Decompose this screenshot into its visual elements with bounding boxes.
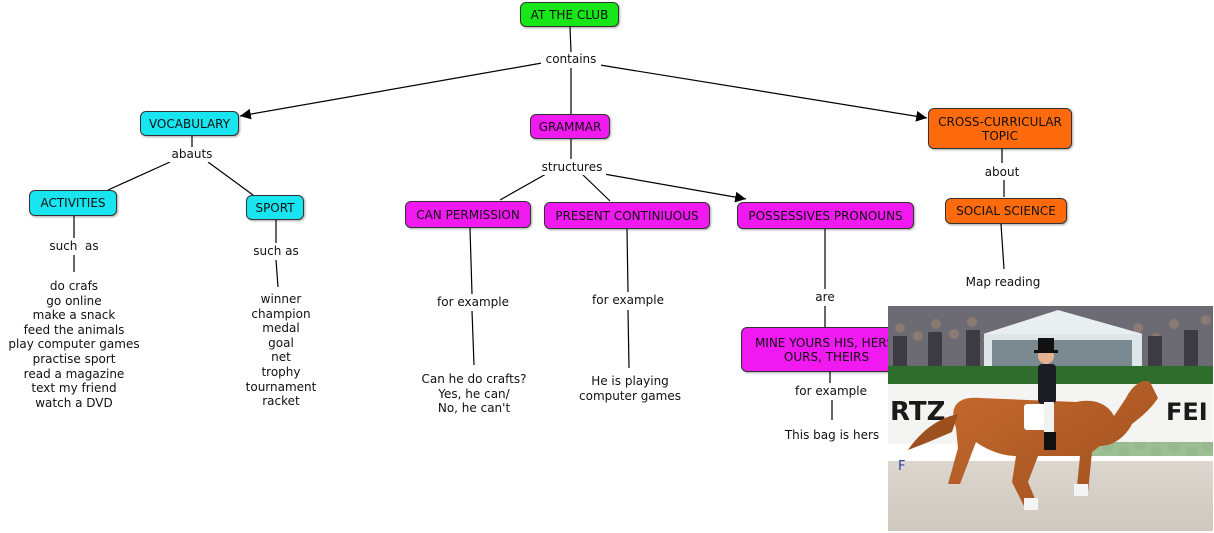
node-possessives-pronouns[interactable]: POSSESSIVES PRONOUNS [737,202,914,229]
link-structures: structures [538,160,606,175]
link-abauts: abauts [168,147,216,162]
link-such-as-sport: such as [250,244,302,259]
node-present-continuous[interactable]: PRESENT CONTINIUOUS [544,202,710,229]
link-contains: contains [541,52,601,67]
leaf-can-example: Can he do crafts? Yes, he can/ No, he ca… [412,372,536,416]
node-at-the-club[interactable]: AT THE CLUB [520,2,619,27]
node-can-permission[interactable]: CAN PERMISSION [405,201,531,228]
badge-letter: F [898,459,905,474]
leaf-sport-list: winner champion medal goal net trophy to… [236,292,326,409]
connector-abauts-sport [207,161,254,196]
link-for-example-present: for example [588,293,668,308]
banner-text-left: RTZ [890,397,945,427]
node-activities[interactable]: ACTIVITIES [29,190,117,216]
node-cross-curricular-topic[interactable]: CROSS-CURRICULAR TOPIC [928,108,1072,149]
arrow-to-vocabulary [239,62,543,120]
connector-can-example [469,227,473,295]
banner-text-right: FEI [1166,398,1208,426]
leaf-activities-list: do crafs go online make a snack feed the… [2,279,146,411]
connector-structures-can [499,173,547,201]
node-vocabulary[interactable]: VOCABULARY [140,111,239,136]
leaf-map-reading: Map reading [957,275,1049,290]
link-such-as-activities: such as [44,239,104,254]
link-are: are [811,290,839,305]
link-for-example-possessives: for example [791,384,871,399]
link-for-example-can: for example [433,295,513,310]
dressage-photo: RTZ FEI F [888,306,1213,531]
node-social-science[interactable]: SOCIAL SCIENCE [945,198,1067,224]
link-about: about [981,165,1023,180]
node-grammar[interactable]: GRAMMAR [530,114,610,139]
arrow-to-cross [599,64,928,122]
connector-present-example [626,228,629,293]
connector-example-can [471,310,475,366]
connector-root-contains [569,26,572,53]
arrow-to-possessives [603,173,747,203]
leaf-present-example: He is playing computer games [574,374,686,404]
node-sport[interactable]: SPORT [246,195,304,220]
connector-such-sportlist [275,259,279,288]
connector-social-map [1000,223,1005,270]
dressage-photo-illustration: RTZ FEI F [888,306,1213,531]
leaf-bag-example: This bag is hers [778,428,886,443]
node-mine-yours[interactable]: MINE YOURS HIS, HERS, OURS, THEIRS [741,327,912,372]
connector-abauts-activities [107,161,171,191]
connector-structures-present [581,173,611,202]
connector-example-present [627,309,630,369]
